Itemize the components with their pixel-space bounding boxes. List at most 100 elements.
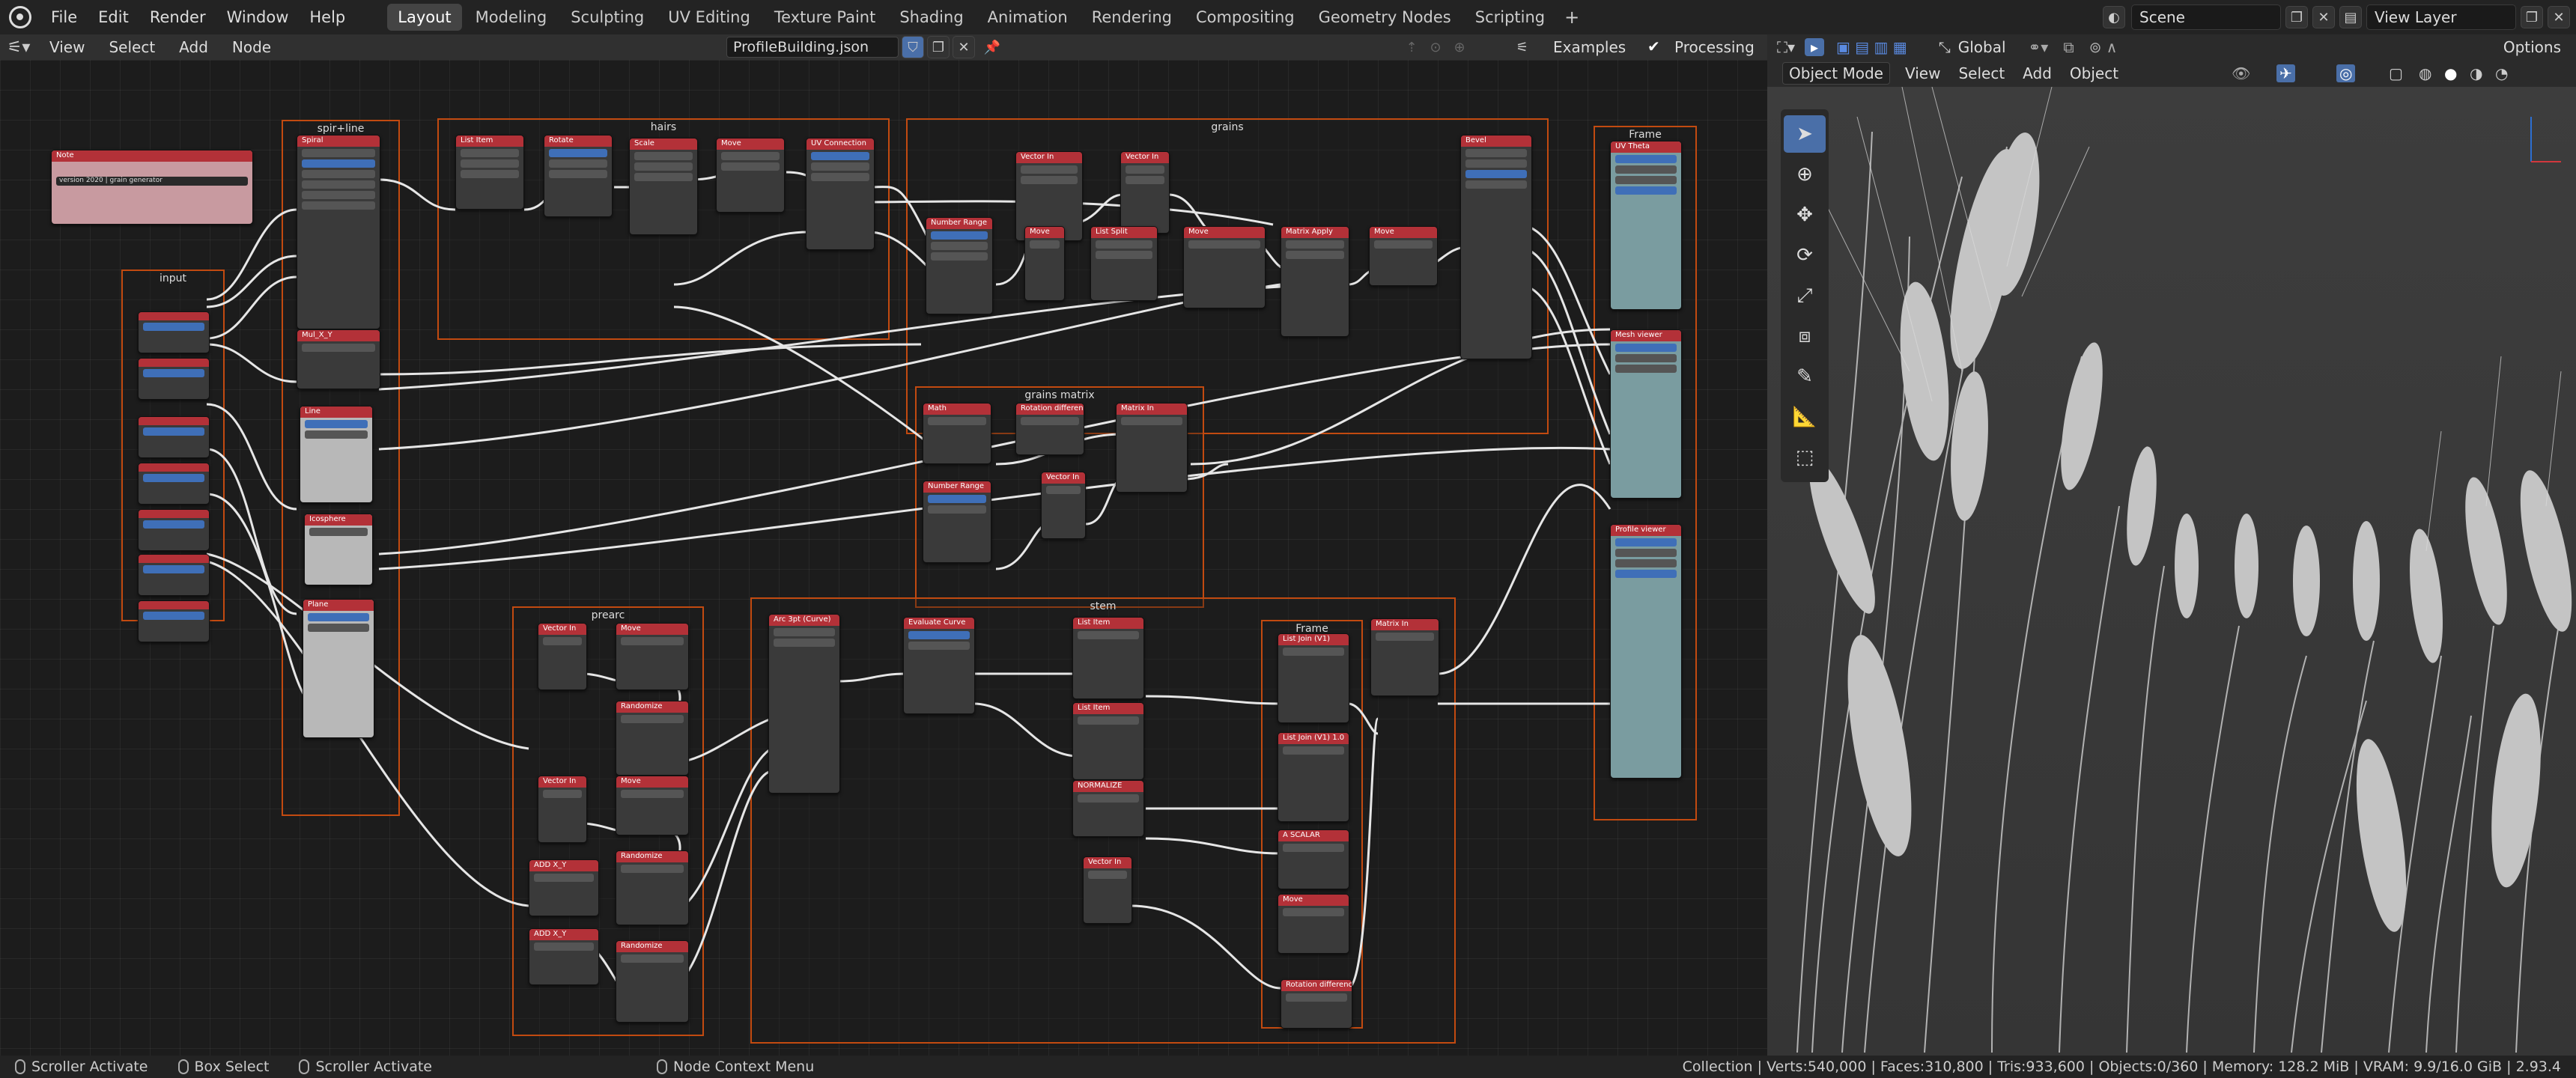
3d-viewport[interactable]: ⛶▾ ▸ ▣ ▤ ▥ ▦ ⤡ Global ⚭▾ ⧉ ⊚ ∧ Options O… <box>1767 34 2576 1056</box>
stem-vector-in-node[interactable]: Vector In <box>1083 856 1132 924</box>
list-join-node-2[interactable]: List Join (V1) 1.0 <box>1278 732 1349 822</box>
tab-geometry-nodes[interactable]: Geometry Nodes <box>1318 8 1451 26</box>
orientation-dropdown[interactable]: Global <box>1957 38 2006 56</box>
list-join-node[interactable]: List Join (V1) <box>1278 633 1349 723</box>
stem-move-node[interactable]: Move <box>1278 894 1349 954</box>
uv-theta-node[interactable]: UV Theta <box>1610 141 1682 310</box>
arc-3pt-node[interactable]: Arc 3pt (Curve) <box>768 614 840 794</box>
input-node-2[interactable] <box>138 358 210 400</box>
number-range-node-2[interactable]: Number Range <box>923 481 991 563</box>
duplicate-tree-icon[interactable]: ❐ <box>927 36 950 58</box>
visibility-icon[interactable]: 👁 <box>2232 64 2251 82</box>
vp-menu-object[interactable]: Object <box>2069 64 2119 82</box>
ne-menu-select[interactable]: Select <box>109 38 156 56</box>
editor-type-icon[interactable]: ⚟▾ <box>7 37 31 57</box>
move-node-4[interactable]: Move <box>1183 226 1266 308</box>
select-mode-icon[interactable]: ▸ <box>1805 38 1825 56</box>
measure-tool-icon[interactable]: 📐 <box>1792 406 1817 428</box>
plane-node[interactable]: Plane <box>303 599 374 738</box>
view-layer-icon[interactable]: ▤ <box>2339 6 2362 28</box>
randomize-node-3[interactable]: Randomize <box>616 940 689 1023</box>
ne-menu-view[interactable]: View <box>49 38 85 56</box>
stem-matrix-in-node[interactable]: Matrix In <box>1370 618 1439 696</box>
tab-scripting[interactable]: Scripting <box>1474 8 1546 26</box>
processing-check-icon[interactable]: ✔ <box>1647 37 1660 55</box>
object-mode-dropdown[interactable]: Object Mode <box>1782 62 1890 85</box>
new-view-layer-icon[interactable]: ❐ <box>2521 6 2543 28</box>
tab-texture-paint[interactable]: Texture Paint <box>774 8 876 26</box>
add-xy-node[interactable]: ADD X_Y <box>529 859 599 916</box>
viewport-editor-type-icon[interactable]: ⛶▾ <box>1776 38 1796 56</box>
move-node-2[interactable]: Move <box>1024 226 1065 301</box>
normalize-node[interactable]: NORMALIZE <box>1072 780 1144 837</box>
select-box-mode-icons[interactable]: ▣ ▤ ▥ ▦ <box>1836 38 1907 56</box>
cursor-tool-icon[interactable]: ⊕ <box>1796 163 1813 186</box>
line-node[interactable]: Line <box>300 406 373 503</box>
vector-in-node-4[interactable]: Vector In <box>538 623 587 690</box>
snap-icon[interactable]: ⊙ <box>1430 39 1442 55</box>
mul-xy-node[interactable]: Mul_X_Y <box>297 329 380 389</box>
vector-in-node-3[interactable]: Vector In <box>1041 472 1086 539</box>
randomize-node[interactable]: Randomize <box>616 701 689 776</box>
add-cube-tool-icon[interactable]: ⬚ <box>1795 446 1814 469</box>
number-range-node[interactable]: Number Range <box>926 217 993 314</box>
delete-view-layer-icon[interactable]: ✕ <box>2548 6 2570 28</box>
node-canvas[interactable]: input spir+line hairs grains Frame grain… <box>0 60 1767 1056</box>
tab-animation[interactable]: Animation <box>987 8 1068 26</box>
scene-icon[interactable]: ◐ <box>2103 6 2125 28</box>
proportional-edit-icon[interactable]: ⊚ ∧ <box>2089 38 2118 56</box>
overlay-icon[interactable]: ⊕ <box>1453 39 1465 55</box>
vector-in-node-5[interactable]: Vector In <box>538 776 587 843</box>
overlays-toggle-icon[interactable]: ◎ <box>2336 64 2356 82</box>
evaluate-curve-node[interactable]: Evaluate Curve <box>903 617 975 714</box>
node-tree-selector[interactable]: ProfileBuilding.json <box>726 37 899 58</box>
navigation-gizmo[interactable] <box>2530 117 2561 162</box>
fake-user-shield-icon[interactable]: ⛉ <box>902 36 924 58</box>
prearc-move-node-2[interactable]: Move <box>616 776 689 835</box>
new-scene-icon[interactable]: ❐ <box>2285 6 2308 28</box>
examples-icon[interactable]: ⚟ <box>1516 39 1529 55</box>
tab-layout[interactable]: Layout <box>387 4 462 31</box>
options-dropdown[interactable]: Options <box>2503 38 2561 56</box>
spiral-node[interactable]: Spiral <box>297 135 380 329</box>
math-node[interactable]: Math <box>923 403 991 464</box>
input-node-5[interactable] <box>138 509 210 551</box>
tab-rendering[interactable]: Rendering <box>1091 8 1172 26</box>
input-node-6[interactable] <box>138 554 210 596</box>
parent-node-tree-icon[interactable]: ⇡ <box>1406 39 1418 55</box>
menu-edit[interactable]: Edit <box>98 8 129 26</box>
vp-menu-add[interactable]: Add <box>2023 64 2052 82</box>
menu-help[interactable]: Help <box>309 8 346 26</box>
prearc-move-node[interactable]: Move <box>616 623 689 690</box>
list-item-node[interactable]: List Item <box>455 135 524 210</box>
tab-modeling[interactable]: Modeling <box>475 8 547 26</box>
xray-icon[interactable]: ▢ <box>2389 64 2403 82</box>
view-layer-field[interactable]: View Layer <box>2366 4 2516 30</box>
vector-in-node-2[interactable]: Vector In <box>1120 151 1170 234</box>
rotation-difference-node[interactable]: Rotation difference <box>1015 403 1084 455</box>
shading-material-icon[interactable]: ◑ <box>2470 64 2483 82</box>
transform-tool-icon[interactable]: ⧈ <box>1798 324 1811 347</box>
input-node-1[interactable] <box>138 311 210 353</box>
matrix-in-node[interactable]: Matrix In <box>1116 403 1188 493</box>
stem-rotation-difference-node[interactable]: Rotation difference <box>1281 979 1352 1029</box>
matrix-apply-node[interactable]: Matrix Apply <box>1281 226 1349 337</box>
ne-menu-add[interactable]: Add <box>179 38 208 56</box>
profile-viewer-node[interactable]: Profile viewer <box>1610 524 1682 779</box>
pivot-icon[interactable]: ⚭▾ <box>2028 38 2049 56</box>
input-node-4[interactable] <box>138 463 210 505</box>
tab-compositing[interactable]: Compositing <box>1195 8 1295 26</box>
transform-orientation-icon[interactable]: ⤡ <box>1938 38 1951 56</box>
menu-window[interactable]: Window <box>226 8 289 26</box>
processing-toggle[interactable]: Processing <box>1674 38 1755 56</box>
tab-sculpting[interactable]: Sculpting <box>571 8 645 26</box>
menu-render[interactable]: Render <box>149 8 206 26</box>
mesh-viewer-node[interactable]: Mesh viewer <box>1610 329 1682 499</box>
blender-logo-icon[interactable] <box>9 6 31 28</box>
bevel-node[interactable]: Bevel <box>1460 135 1532 359</box>
add-xy-node-2[interactable]: ADD X_Y <box>529 928 599 985</box>
shading-rendered-icon[interactable]: ◔ <box>2495 64 2509 82</box>
uv-connection-node[interactable]: UV Connection <box>806 138 875 250</box>
vp-menu-view[interactable]: View <box>1905 64 1941 82</box>
